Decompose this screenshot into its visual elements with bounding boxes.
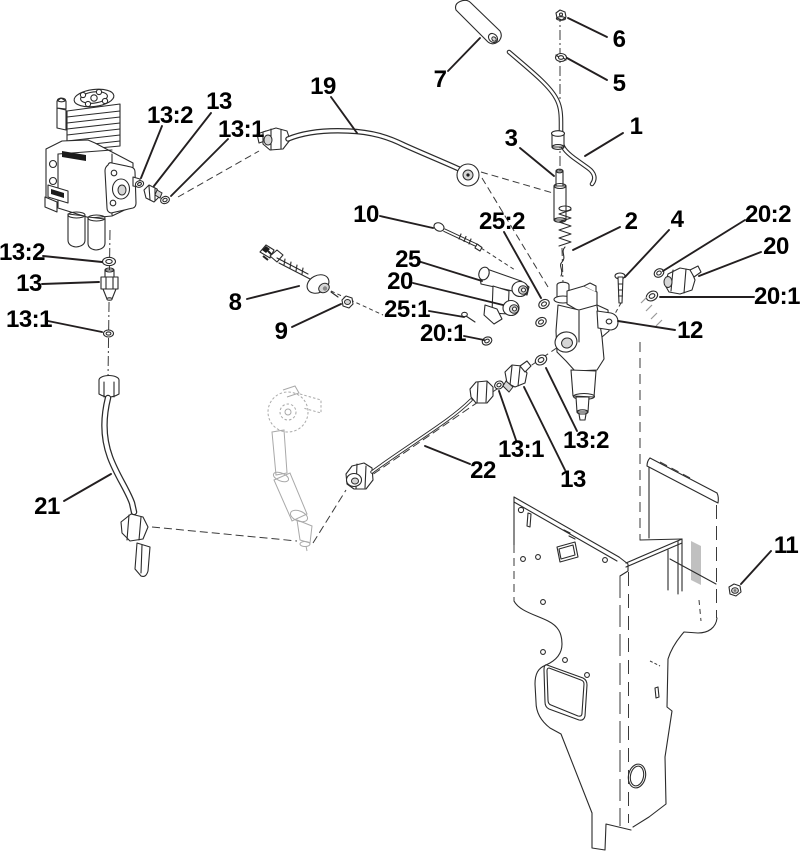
leader-line-3 [519, 147, 555, 177]
leader-line-25 [420, 261, 483, 282]
leader-line-6 [567, 17, 608, 38]
leader-line-20:2 [662, 219, 746, 272]
o-ring-20-2 [653, 268, 665, 278]
leader-line-4 [624, 229, 670, 278]
pin-4 [614, 272, 626, 304]
hatch-marks [640, 296, 663, 327]
leader-line-13 [41, 281, 100, 285]
leader-line-13:1 [498, 390, 517, 441]
leader-line-13:1 [47, 320, 103, 333]
leader-line-10 [379, 215, 434, 229]
leader-line-19 [330, 96, 358, 134]
pump-outlet-fitting-group [134, 180, 170, 205]
left-fitting-column [98, 256, 151, 577]
fitting-20-right-group [640, 265, 702, 327]
hose-21 [98, 374, 151, 577]
washer-5 [554, 52, 568, 63]
spring-2 [558, 205, 572, 277]
hose-22-group [345, 360, 532, 490]
o-ring-13-1-bottom [494, 380, 504, 390]
screw-25-1 [461, 311, 476, 323]
frame-bracket [513, 342, 742, 851]
leader-line-12 [617, 320, 676, 331]
leader-line-20 [412, 282, 504, 306]
leader-line-25:1 [428, 310, 465, 318]
leader-line-13:1 [170, 138, 229, 197]
o-ring-13-2-left [101, 256, 117, 267]
leader-lines [41, 17, 772, 585]
leader-line-13:2 [42, 255, 103, 263]
nut-9 [341, 295, 354, 309]
leader-line-9 [291, 303, 342, 328]
nut-11 [728, 583, 742, 597]
leader-line-13 [153, 112, 212, 187]
nut-6 [555, 9, 567, 21]
control-valve-12 [553, 281, 619, 421]
leader-line-20 [698, 251, 762, 277]
leader-line-13 [523, 386, 566, 471]
leader-line-5 [566, 57, 608, 81]
hose-19 [256, 127, 480, 187]
leader-line-21 [63, 473, 112, 502]
leader-line-7 [447, 37, 481, 72]
bolt-10 [433, 222, 483, 252]
pump-assembly [44, 88, 141, 251]
fitting-13-left [100, 267, 119, 301]
leader-line-2 [572, 226, 621, 251]
control-lever-assembly [454, 0, 597, 223]
leader-line-13:2 [140, 125, 163, 179]
o-ring-20-1-right [645, 290, 659, 302]
o-rings-25-2 [535, 298, 550, 328]
o-ring-13-1-left [102, 329, 115, 338]
leader-line-22 [424, 445, 471, 465]
leader-line-13:2 [545, 367, 578, 432]
leader-line-25:2 [503, 231, 542, 299]
leader-line-11 [740, 550, 772, 585]
phantom-pump-reference [267, 385, 322, 552]
leader-line-1 [584, 132, 624, 157]
sensor-switch-8 [259, 244, 354, 309]
fitting-13-bottom [502, 360, 532, 393]
o-ring-13-2-lower [534, 354, 548, 366]
solenoid-valve-25 [461, 266, 550, 366]
o-ring-20-1-left [481, 336, 493, 346]
leader-line-8 [246, 285, 300, 300]
leader-line-20:1 [463, 335, 485, 341]
